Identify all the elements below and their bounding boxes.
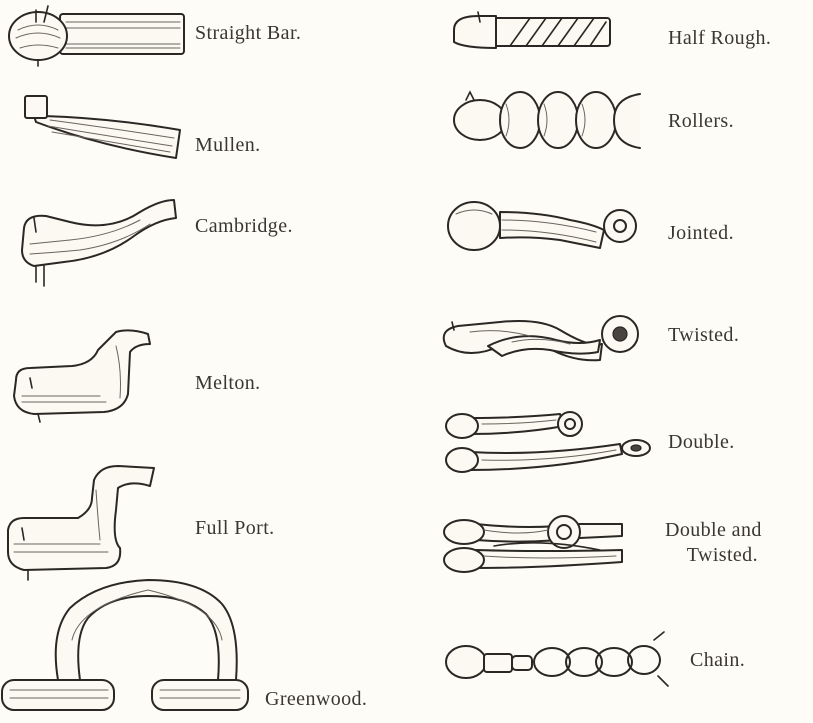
chain-label: Chain.: [690, 649, 745, 672]
